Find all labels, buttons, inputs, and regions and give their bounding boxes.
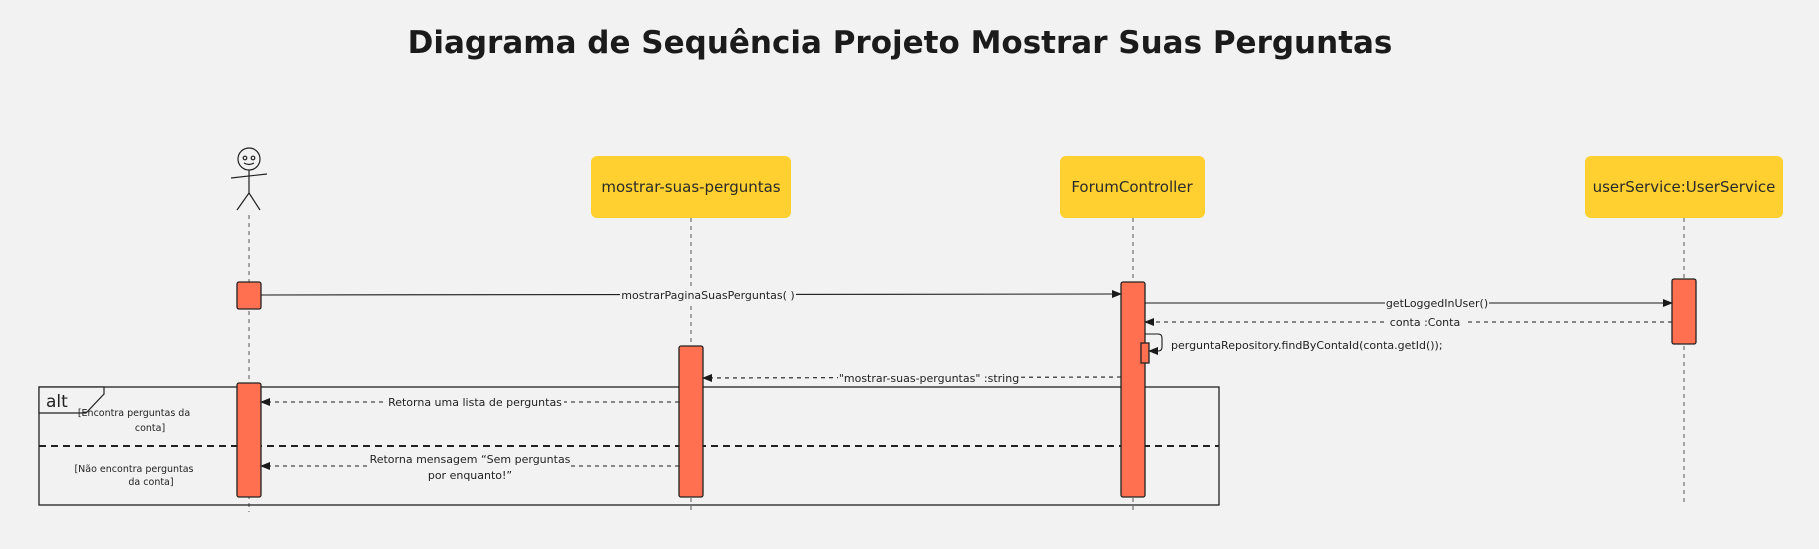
message-label-line-1: Retorna mensagem “Sem perguntas [370, 453, 571, 466]
alt-label: alt [46, 392, 68, 412]
message-label-line-2: por enquanto!” [428, 469, 512, 482]
participant-forum-controller: ForumController [1060, 156, 1205, 218]
message-sem-perguntas: Retorna mensagem “Sem perguntas por enqu… [260, 451, 679, 483]
message-label: mostrarPaginaSuasPerguntas( ) [621, 289, 794, 302]
message-label: perguntaRepository.findByContaId(conta.g… [1171, 339, 1443, 352]
message-label: getLoggedInUser() [1386, 297, 1488, 310]
activation-user-service [1671, 278, 1697, 345]
message-self-call: perguntaRepository.findByContaId(conta.g… [1145, 333, 1443, 355]
participant-label: userService:UserService [1593, 178, 1776, 196]
message-view-string: "mostrar-suas-perguntas" :string [702, 370, 1122, 385]
participant-mostrar-suas-perguntas: mostrar-suas-perguntas [591, 156, 791, 218]
activation-forum-controller [1120, 281, 1146, 498]
activation-user-1 [236, 281, 262, 310]
activation-self-call [1140, 342, 1150, 364]
guard-2-line-1: [Não encontra perguntas [74, 464, 193, 475]
diagram-title: Diagrama de Sequência Projeto Mostrar Su… [408, 25, 1393, 61]
guard-1-line-2: conta] [135, 423, 165, 434]
message-label: "mostrar-suas-perguntas" :string [839, 372, 1019, 385]
message-mostrar-pagina: mostrarPaginaSuasPerguntas( ) [260, 287, 1122, 302]
participant-label: mostrar-suas-perguntas [601, 178, 780, 196]
participant-user-service: userService:UserService [1585, 156, 1783, 218]
message-lista-perguntas: Retorna uma lista de perguntas [260, 395, 679, 410]
guard-2-line-2: da conta] [128, 477, 173, 488]
message-conta-return: conta :Conta [1144, 315, 1672, 330]
message-label: conta :Conta [1390, 316, 1460, 329]
message-get-logged-in-user: getLoggedInUser() [1145, 296, 1673, 311]
guard-1-line-1: [Encontra perguntas da [78, 408, 190, 419]
alt-fragment: alt [Encontra perguntas da conta] [Não e… [38, 386, 1220, 506]
activation-user-2 [236, 382, 262, 498]
actor-user-icon [230, 147, 268, 211]
message-label: Retorna uma lista de perguntas [388, 396, 562, 409]
activation-mostrar-suas-perguntas [678, 345, 704, 498]
participant-label: ForumController [1071, 178, 1193, 196]
